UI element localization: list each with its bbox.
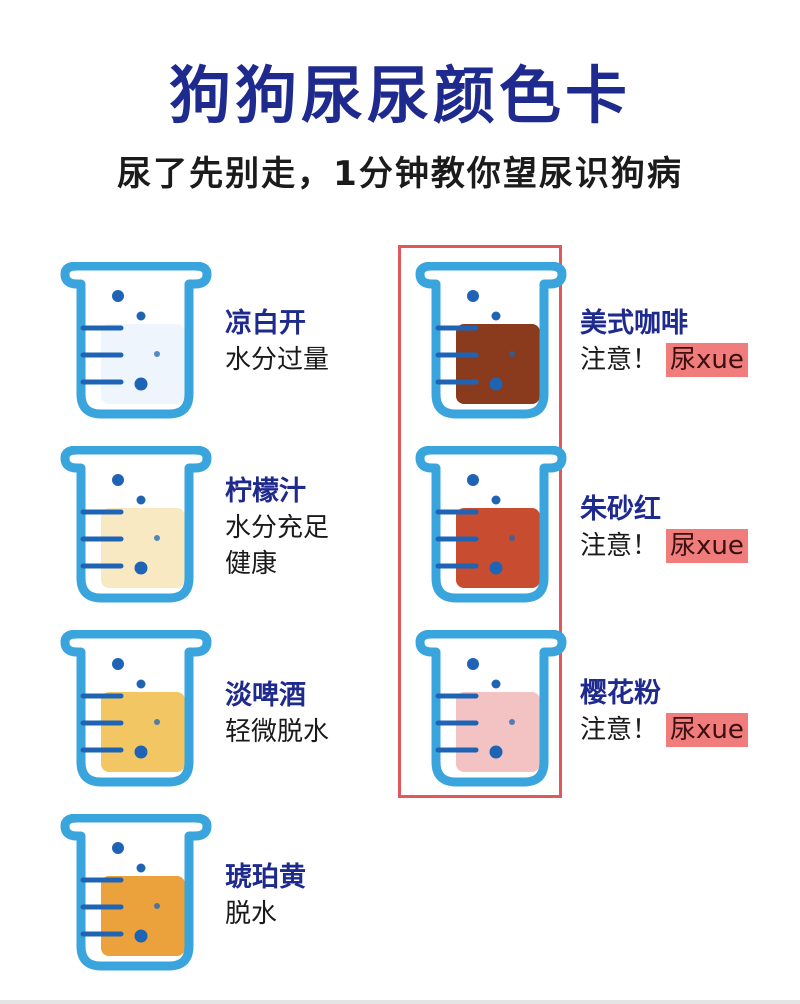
color-name: 淡啤酒 xyxy=(225,680,306,711)
color-name: 樱花粉 xyxy=(580,678,661,709)
page-subtitle: 尿了先别走，1分钟教你望尿识狗病 xyxy=(117,154,683,194)
color-name: 朱砂红 xyxy=(580,494,661,525)
warning-badge: 尿xue xyxy=(666,343,748,377)
color-card-item: 凉白开 水分过量 xyxy=(55,262,395,432)
color-name: 美式咖啡 xyxy=(580,308,688,339)
bottom-border xyxy=(0,1000,800,1004)
color-name: 凉白开 xyxy=(225,308,306,339)
color-card-item: 柠檬汁 水分充足 健康 xyxy=(55,446,395,616)
color-meaning: 脱水 xyxy=(225,899,278,929)
warning-text: 注意！ xyxy=(580,531,659,561)
warning-text: 注意！ xyxy=(580,715,659,745)
beaker-icon xyxy=(60,262,212,419)
warning-badge: 尿xue xyxy=(666,713,748,747)
color-meaning-extra: 健康 xyxy=(225,549,278,579)
beaker-icon xyxy=(415,262,567,419)
color-meaning: 轻微脱水 xyxy=(225,717,330,747)
color-card-item-danger: 朱砂红 注意！ 尿xue xyxy=(410,446,780,616)
color-card-item-danger: 樱花粉 注意！ 尿xue xyxy=(410,630,780,800)
beaker-icon xyxy=(60,630,212,787)
color-meaning: 水分过量 xyxy=(225,345,330,375)
color-name: 柠檬汁 xyxy=(225,476,306,507)
color-card-item: 淡啤酒 轻微脱水 xyxy=(55,630,395,800)
danger-highlight-box xyxy=(398,245,562,798)
color-card-item: 琥珀黄 脱水 xyxy=(55,814,395,984)
color-meaning: 水分充足 xyxy=(225,513,330,543)
beaker-icon xyxy=(415,446,567,603)
color-card-item-danger: 美式咖啡 注意！ 尿xue xyxy=(410,262,780,432)
color-name: 琥珀黄 xyxy=(225,862,306,893)
page-title: 狗狗尿尿颜色卡 xyxy=(168,59,631,132)
warning-badge: 尿xue xyxy=(666,529,748,563)
beaker-icon xyxy=(415,630,567,787)
warning-text: 注意！ xyxy=(580,345,659,375)
beaker-icon xyxy=(60,814,212,971)
beaker-icon xyxy=(60,446,212,603)
